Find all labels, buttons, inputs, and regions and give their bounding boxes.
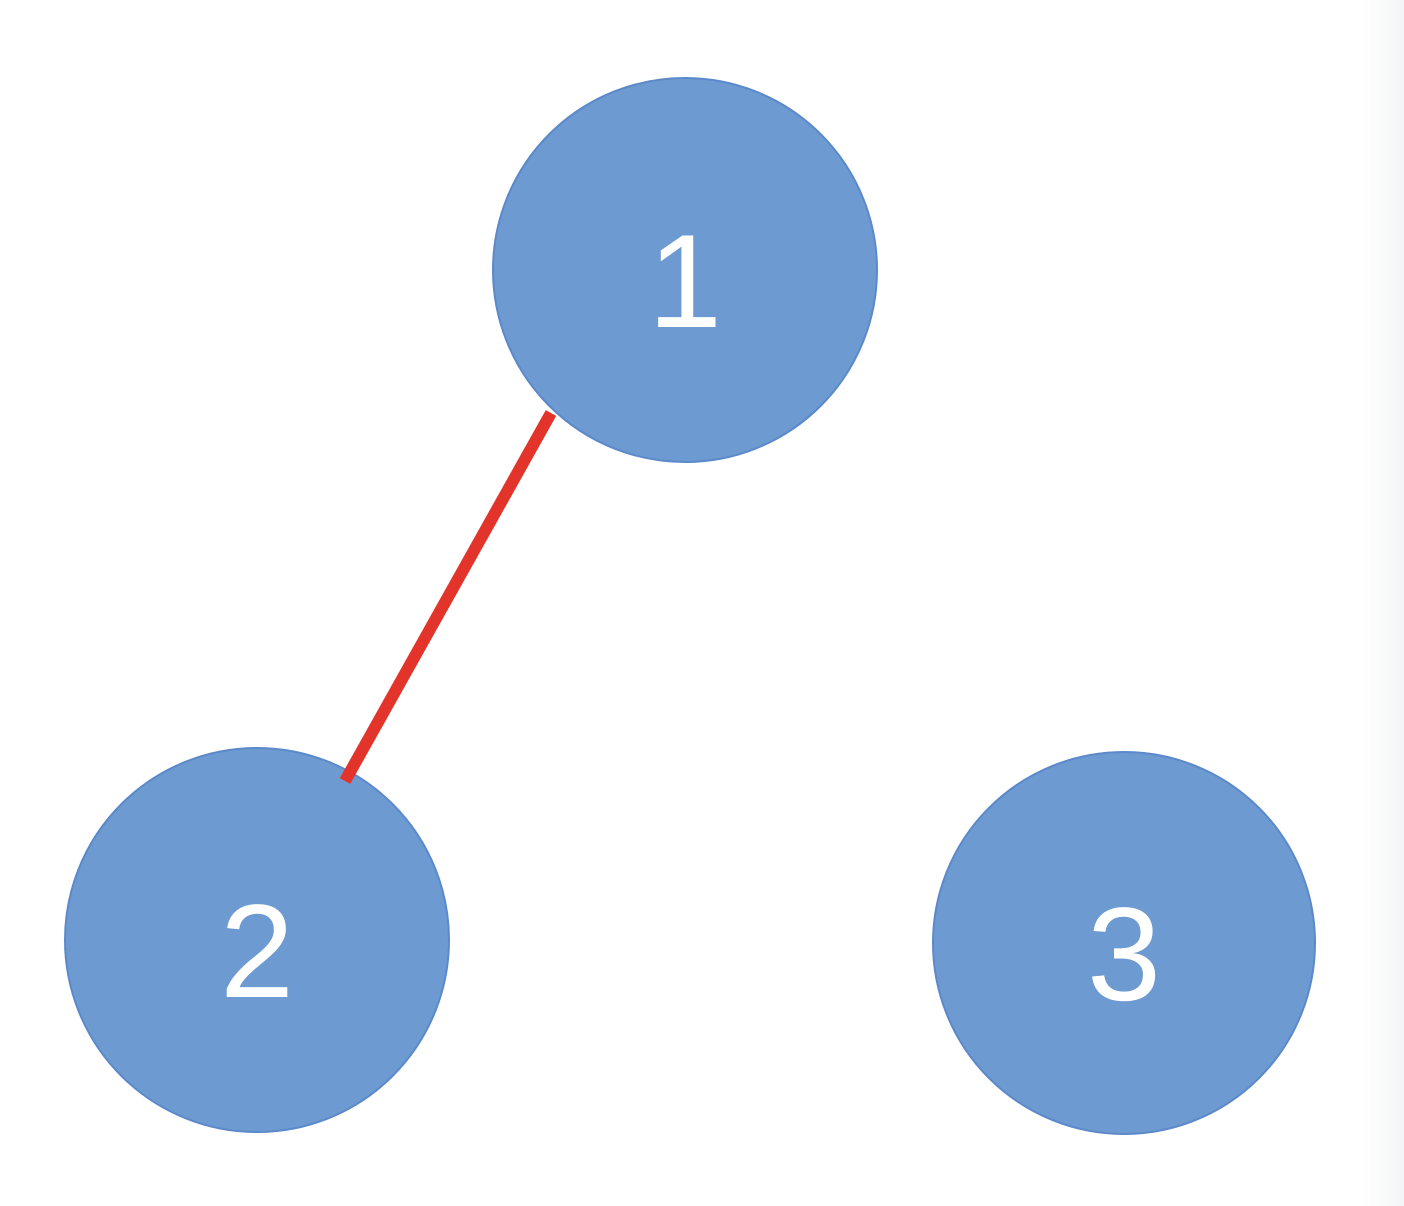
graph-edge-1-2[interactable] xyxy=(339,410,557,784)
node-circle[interactable] xyxy=(492,77,878,463)
node-circle[interactable] xyxy=(932,751,1316,1135)
graph-node-3[interactable]: 3 xyxy=(932,751,1316,1135)
node-circle[interactable] xyxy=(64,747,450,1133)
graph-node-1[interactable]: 1 xyxy=(492,77,878,463)
graph-node-2[interactable]: 2 xyxy=(64,747,450,1133)
